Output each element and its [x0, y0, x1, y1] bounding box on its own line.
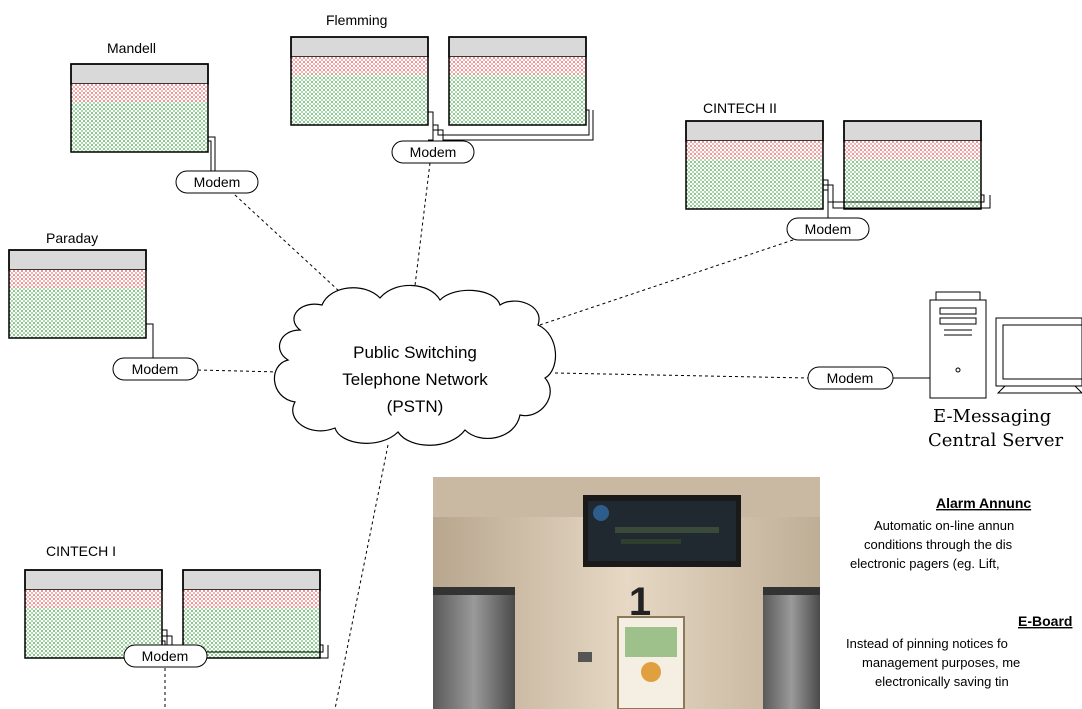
server-computer-icon: [929, 291, 1082, 399]
site-label: Mandell: [107, 40, 156, 56]
connection-lines: [164, 162, 809, 709]
note-line: conditions through the dis: [864, 537, 1013, 552]
note-title: E-Board: [1018, 613, 1072, 629]
site-paraday: Paraday Modem: [8, 230, 199, 381]
modem-label: Modem: [410, 144, 457, 160]
site-cintech-ii: CINTECH II Modem: [685, 100, 991, 241]
modem-box: [786, 217, 870, 241]
modem-label: Modem: [827, 370, 874, 386]
site-label: CINTECH I: [46, 543, 116, 559]
note-line: electronically saving tin: [875, 674, 1009, 689]
note-line: Instead of pinning notices fo: [846, 636, 1008, 651]
pstn-cloud: Public Switching Telephone Network (PSTN…: [273, 284, 557, 446]
site-mandell: Mandell Modem: [70, 40, 259, 194]
pstn-line-3: (PSTN): [387, 397, 444, 416]
modem-label: Modem: [805, 221, 852, 237]
modem-label: Modem: [142, 648, 189, 664]
server-modem: Modem: [807, 366, 930, 390]
pstn-line-1: Public Switching: [353, 343, 477, 362]
eboard-note: E-Board Instead of pinning notices fo ma…: [846, 613, 1072, 689]
modem-label: Modem: [132, 361, 179, 377]
alarm-note: Alarm Annunc Automatic on-line annun con…: [850, 495, 1031, 571]
floor-number: 1: [629, 580, 651, 624]
modem-box: [123, 644, 208, 668]
note-line: electronic pagers (eg. Lift,: [850, 556, 1000, 571]
note-line: Automatic on-line annun: [874, 518, 1014, 533]
modem-box: [112, 357, 199, 381]
site-label: CINTECH II: [703, 100, 777, 116]
modem-label: Modem: [194, 174, 241, 190]
modem-box: [391, 140, 475, 164]
server-label-1: E-Messaging: [933, 406, 1051, 427]
modem-box: [175, 170, 259, 194]
site-label: Paraday: [46, 230, 98, 246]
server-label-2: Central Server: [928, 430, 1063, 451]
note-line: management purposes, me: [862, 655, 1020, 670]
site-label: Flemming: [326, 12, 387, 28]
note-title: Alarm Annunc: [936, 495, 1031, 511]
site-flemming: Flemming Modem: [290, 12, 594, 164]
site-cintech-i: CINTECH I Modem: [24, 543, 329, 668]
pstn-line-2: Telephone Network: [342, 370, 488, 389]
lift-lobby-photo: 1: [433, 477, 820, 709]
